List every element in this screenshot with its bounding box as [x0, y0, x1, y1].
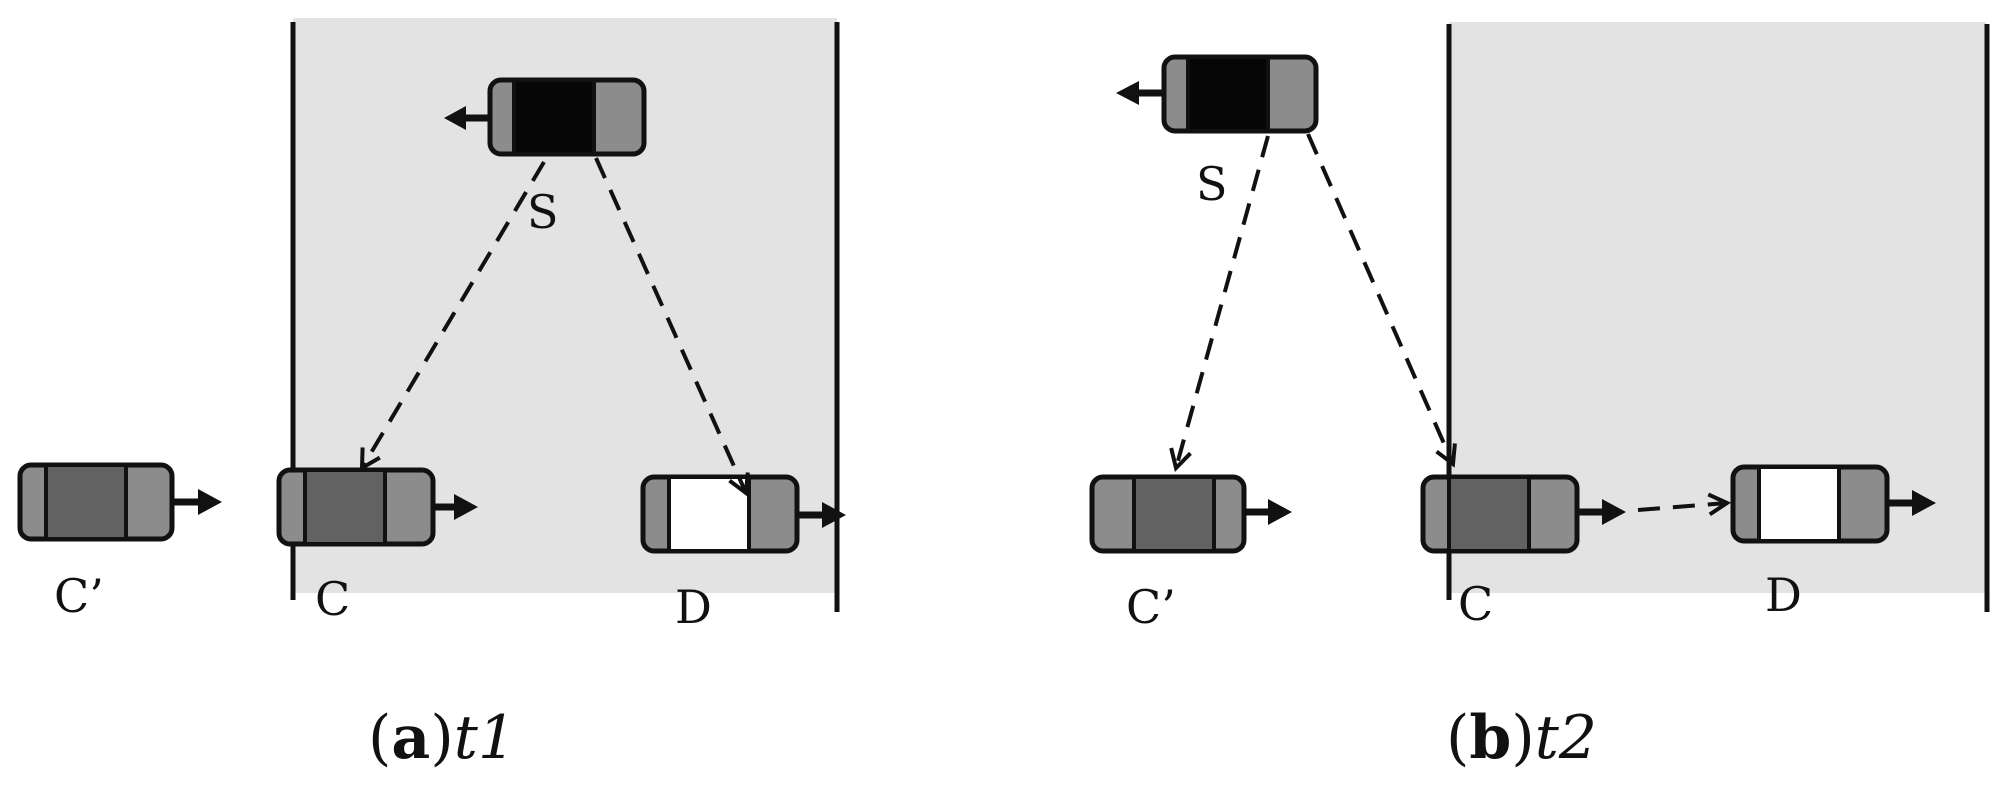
- label-c-prime-b: C’: [1126, 580, 1176, 634]
- label-s-b: S: [1196, 157, 1228, 211]
- vehicle-c-prime-b: [1089, 474, 1292, 554]
- link-s-to-c-prime-b: [1176, 135, 1270, 468]
- link-s-to-c-a: [362, 160, 546, 468]
- link-s-to-d-a: [594, 157, 746, 493]
- label-c-b: C: [1458, 577, 1493, 631]
- vehicle-s-b: [1116, 54, 1319, 134]
- vehicle-c-b: [1420, 474, 1626, 554]
- vehicle-d-b: [1730, 464, 1936, 544]
- vehicle-d-a: [640, 474, 846, 554]
- link-c-to-d-b: [1637, 503, 1727, 510]
- label-s-a: S: [527, 185, 559, 239]
- label-c-prime-a: C’: [54, 569, 104, 623]
- vehicle-c-prime-a: [17, 462, 222, 542]
- vehicle-s-a: [444, 77, 647, 157]
- label-d-a: D: [675, 580, 712, 634]
- label-c-a: C: [315, 572, 350, 626]
- panel-a: S C’ C D (a)t1: [17, 18, 846, 773]
- link-s-to-c-b: [1306, 133, 1453, 464]
- caption-a: (a)t1: [368, 703, 516, 773]
- vehicle-c-a: [276, 467, 478, 547]
- label-d-b: D: [1765, 568, 1802, 622]
- panel-b: S C’ C D (b)t2: [1089, 22, 1990, 773]
- caption-b: (b)t2: [1446, 703, 1597, 773]
